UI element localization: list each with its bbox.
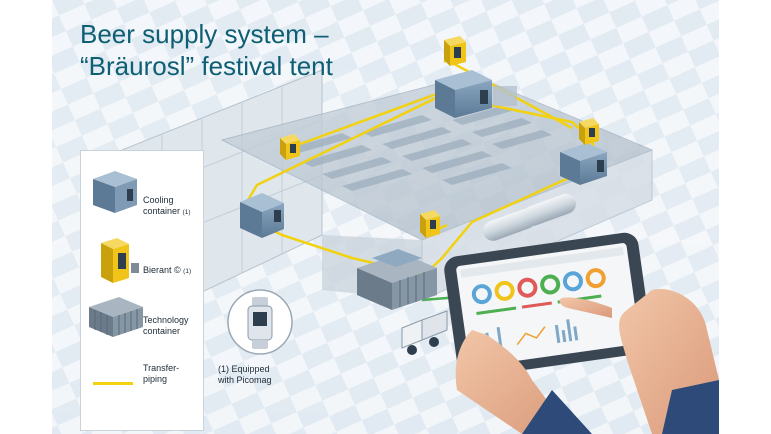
page-title: Beer supply system – “Bräurosl” festival… xyxy=(80,18,333,82)
title-line-1: Beer supply system – xyxy=(80,19,329,49)
legend-label-2: container xyxy=(143,326,181,336)
legend-item-technology: Technology container xyxy=(81,291,205,351)
legend-item-bierant: Bierant © (1) xyxy=(81,233,205,293)
cooling-container-right xyxy=(560,143,607,185)
picomag-device xyxy=(227,289,293,355)
bierant-unit xyxy=(444,36,466,66)
cooling-container-icon xyxy=(93,171,137,213)
legend-panel: Cooling container (1) Bierant © (1) xyxy=(80,150,204,431)
bierant-unit xyxy=(579,118,599,145)
legend-item-cooling: Cooling container (1) xyxy=(81,165,205,225)
picomag-note: (1) Equipped with Picomag xyxy=(218,364,298,386)
bierant-unit xyxy=(420,210,440,238)
technology-container-icon xyxy=(89,297,143,337)
technology-containers xyxy=(357,249,437,310)
legend-suffix: (1) xyxy=(183,268,192,275)
legend-label: Bierant © xyxy=(143,265,181,275)
beer-tanks xyxy=(483,193,576,241)
legend-label: Transfer- xyxy=(143,363,180,373)
legend-label-2: piping xyxy=(143,374,168,384)
diagram-frame: Beer supply system – “Bräurosl” festival… xyxy=(52,0,719,434)
picomag-note-line-2: with Picomag xyxy=(218,375,272,385)
hands xyxy=(455,289,719,434)
legend-item-piping: Transfer- piping xyxy=(81,363,205,423)
cooling-container-left xyxy=(240,193,284,238)
picomag-note-line-1: (1) Equipped xyxy=(218,364,270,374)
legend-label: Technology xyxy=(143,315,189,325)
legend-label-2: container xyxy=(143,206,181,216)
cooling-container-top xyxy=(435,70,517,118)
legend-suffix: (1) xyxy=(182,209,191,216)
legend-label: Cooling xyxy=(143,195,174,205)
tablet-device xyxy=(444,232,652,378)
transfer-piping-line xyxy=(93,382,133,385)
bierant-unit xyxy=(280,134,300,160)
title-line-2: “Bräurosl” festival tent xyxy=(80,51,333,81)
bierant-icon xyxy=(101,238,139,283)
